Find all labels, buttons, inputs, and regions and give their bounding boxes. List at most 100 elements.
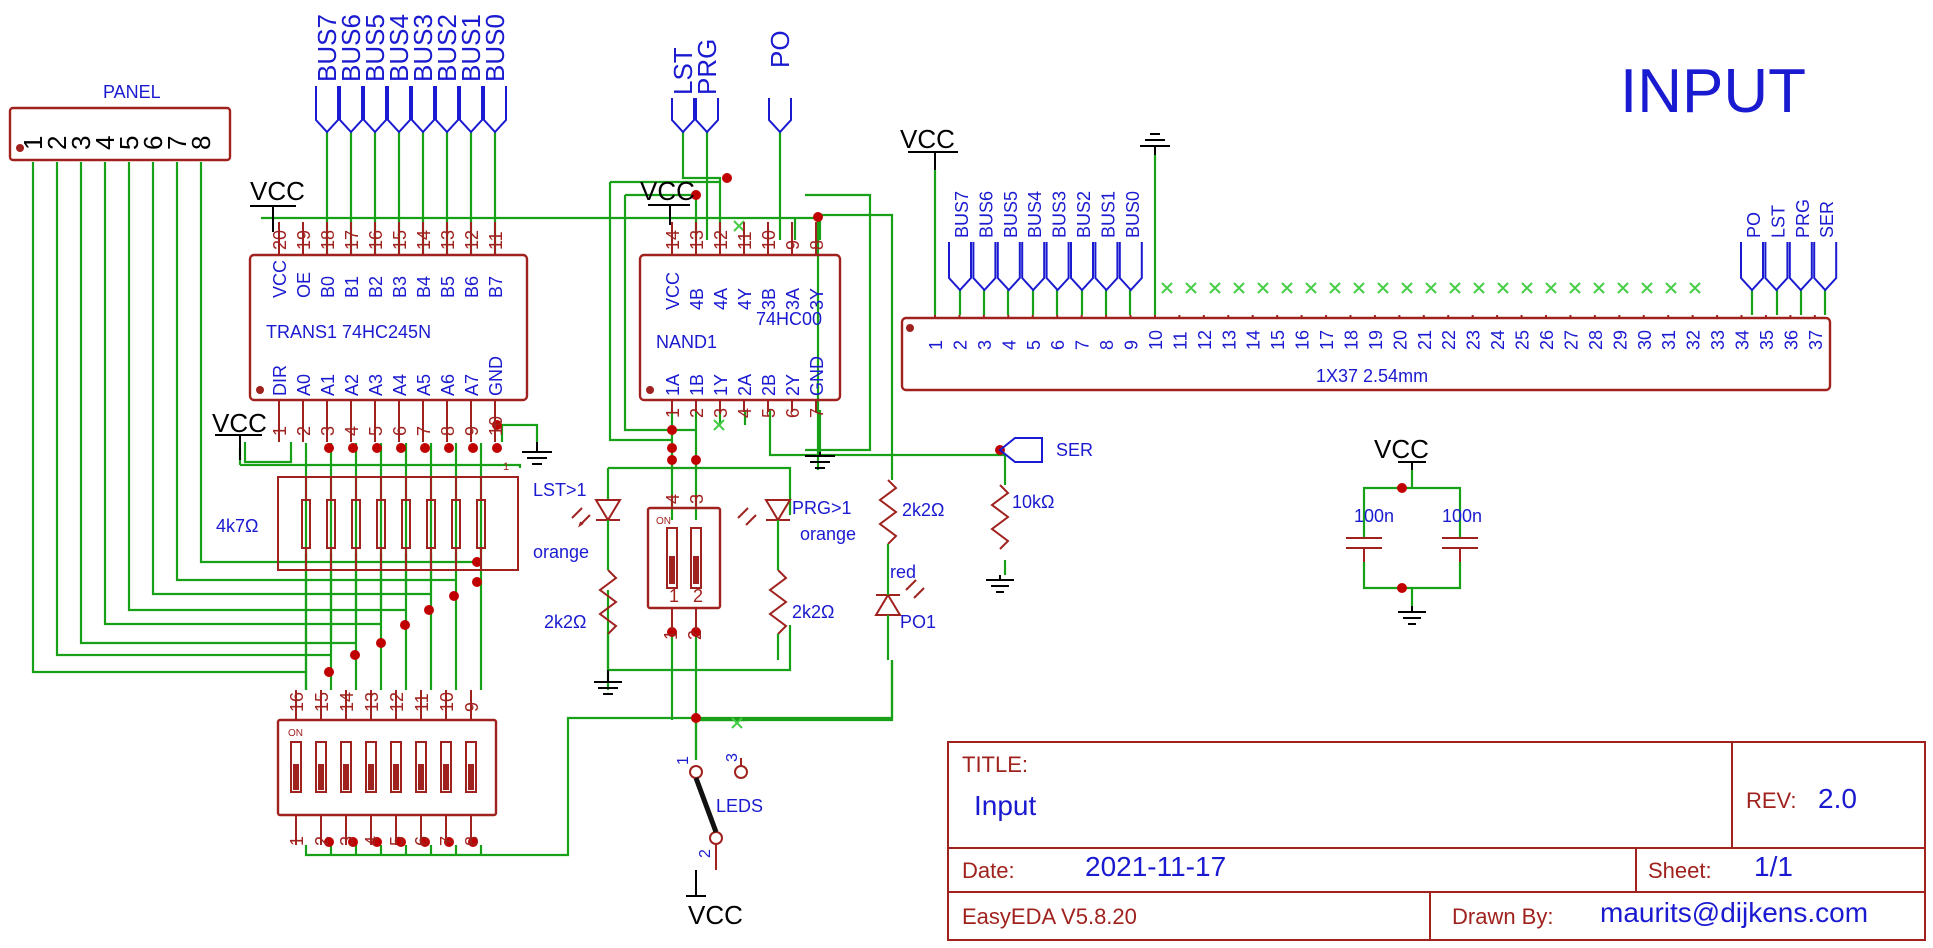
trans-top-name-9: B7 <box>486 276 506 298</box>
trans-top-name-1: OE <box>294 272 314 298</box>
dip2-on: ON <box>656 516 671 527</box>
res-po: 2k2Ω <box>878 479 944 545</box>
trans-top-name-8: B6 <box>462 276 482 298</box>
trans-bot-num-9: 10 <box>486 416 506 436</box>
dip8-top-9: 9 <box>462 702 482 712</box>
header-pin-33: 33 <box>1708 330 1728 350</box>
nand-bot-num-6: 7 <box>807 408 827 418</box>
trans-bot-num-1: 2 <box>294 426 314 436</box>
rarray-pin1: 1 <box>503 461 509 473</box>
trans-bot-name-8: A7 <box>462 374 482 396</box>
trans-bot-name-9: GND <box>486 356 506 396</box>
nand-top-name-3: 4Y <box>735 288 755 310</box>
trans-top-name-5: B3 <box>390 276 410 298</box>
bus-flag-bus4: BUS4 <box>384 14 414 82</box>
res-prg-value: 2k2Ω <box>792 602 834 622</box>
nand-top-num-5: 9 <box>783 240 803 250</box>
header-pin-5: 5 <box>1024 340 1044 350</box>
header-pin-2: 2 <box>950 340 970 350</box>
trans-top-name-7: B5 <box>438 276 458 298</box>
header-pin-8: 8 <box>1097 340 1117 350</box>
res-ser: 10kΩ <box>986 484 1054 593</box>
nand-bot-name-0: 1A <box>663 374 683 396</box>
trans-top-name-0: VCC <box>270 260 290 298</box>
ic-74hc245: TRANS1 74HC245N 20VCC19OE18B017B116B215B… <box>248 222 529 442</box>
dip8-bot-7: 7 <box>437 836 457 846</box>
bus-flag-bus6: BUS6 <box>336 14 366 82</box>
nand-top-name-6: 3Y <box>807 288 827 310</box>
trans-bot-name-6: A5 <box>414 374 434 396</box>
trans-bot-name-4: A3 <box>366 374 386 396</box>
trans-bot-name-5: A4 <box>390 374 410 396</box>
dip2-bot-1: 1 <box>661 630 681 640</box>
header-pin-19: 19 <box>1366 330 1386 350</box>
header-pin-21: 21 <box>1415 330 1435 350</box>
trans-bot-name-7: A6 <box>438 374 458 396</box>
vcc-nand: VCC <box>640 176 695 225</box>
vcc-dir: VCC <box>212 408 267 460</box>
header-bus-bus4: BUS4 <box>1025 191 1045 238</box>
trans-bot-num-7: 8 <box>438 426 458 436</box>
trans-top-name-2: B0 <box>318 276 338 298</box>
gnd-trans <box>522 442 552 465</box>
dip8-top-13: 13 <box>362 692 382 712</box>
header-pin-30: 30 <box>1635 330 1655 350</box>
dip8-bot-1: 1 <box>287 836 307 846</box>
nand-bot-name-4: 2B <box>759 374 779 396</box>
header-pin-22: 22 <box>1439 330 1459 350</box>
dip8-bot-3: 3 <box>337 836 357 846</box>
dip8-top-11: 11 <box>412 693 432 712</box>
switch-label: LEDS <box>716 796 763 816</box>
nand-top-name-0: VCC <box>663 272 683 310</box>
sheet-label: Sheet: <box>1648 858 1712 883</box>
decoupling-caps: VCC 100n 100n <box>1346 434 1482 625</box>
sheet-heading: INPUT <box>1620 57 1806 126</box>
led-po-color: red <box>890 562 916 582</box>
vcc-trans: VCC <box>250 176 305 232</box>
dip8-bot-4: 4 <box>362 836 382 846</box>
trans-bot-name-0: DIR <box>270 365 290 396</box>
switch-pin1: 1 <box>675 756 692 765</box>
led-lst-label: LST>1 <box>533 480 587 500</box>
dip2-top-3: 3 <box>687 494 707 504</box>
vcc-trans-label: VCC <box>250 176 305 206</box>
header-pin-26: 26 <box>1537 330 1557 350</box>
trans-bot-name-1: A0 <box>294 374 314 396</box>
panel-pin-7: 7 <box>162 136 192 150</box>
header-bus-bus5: BUS5 <box>1001 191 1021 238</box>
header-bus-bus6: BUS6 <box>976 191 996 238</box>
vcc-header: VCC <box>900 124 958 170</box>
nand-top-num-0: 14 <box>663 230 683 250</box>
panel-pin-3: 3 <box>66 136 96 150</box>
trans-top-num-7: 13 <box>438 230 458 250</box>
panel-pin-2: 2 <box>42 136 72 150</box>
nand-top-num-1: 13 <box>687 230 707 250</box>
header-pin-7: 7 <box>1073 340 1093 350</box>
vcc-dir-label: VCC <box>212 408 267 438</box>
nand-bot-name-5: 2Y <box>783 374 803 396</box>
dip8-top-12: 12 <box>387 692 407 712</box>
nand-top-num-3: 11 <box>735 231 755 250</box>
dip2-top-4: 4 <box>663 494 683 504</box>
trans-bot-num-8: 9 <box>462 426 482 436</box>
ser-flag-label: SER <box>1056 440 1093 460</box>
lst-flag: LST <box>668 47 698 95</box>
dip8-top-16: 16 <box>287 692 307 712</box>
trans-name: TRANS1 74HC245N <box>266 322 431 342</box>
nand-top-name-5: 3A <box>783 288 803 310</box>
dip8-top-15: 15 <box>312 692 332 712</box>
gnd-nand <box>805 452 835 469</box>
header-bus-bus1: BUS1 <box>1098 191 1118 238</box>
trans-top-num-3: 17 <box>342 230 362 250</box>
dip2-bot-2: 2 <box>685 630 705 640</box>
dip8-on: ON <box>288 728 303 739</box>
caps-vcc-label: VCC <box>1374 434 1429 464</box>
led-prg: PRG>1 orange <box>737 498 856 544</box>
header-pin-32: 32 <box>1684 330 1704 350</box>
resistor-array: 4k7Ω 1 <box>216 461 519 571</box>
nand-bot-num-4: 5 <box>759 408 779 418</box>
nand-bot-num-2: 3 <box>711 408 731 418</box>
